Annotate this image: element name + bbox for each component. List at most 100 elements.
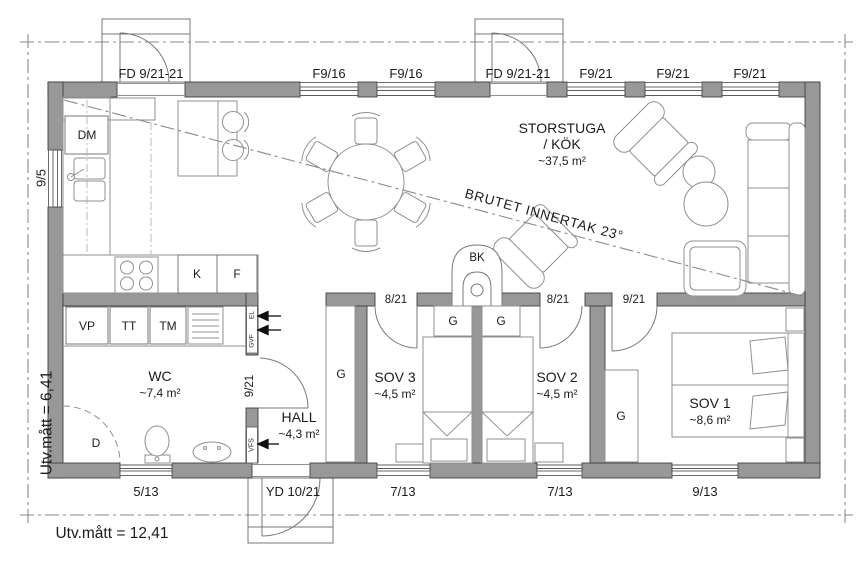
window-top-f921-1 <box>566 82 626 96</box>
washer <box>149 306 187 345</box>
heating-manifold-label: GVF <box>249 334 256 347</box>
technical-panels <box>246 305 281 464</box>
room-label-sov2: SOV 2 <box>536 369 577 385</box>
fridge-label: K <box>193 267 201 281</box>
shower <box>62 405 121 464</box>
window-label-bottom-sov1: 9/13 <box>692 484 717 499</box>
freezer <box>216 254 258 294</box>
entry-porches <box>101 18 564 544</box>
stove <box>114 256 159 294</box>
dishwasher <box>64 115 109 155</box>
kitchen <box>62 96 259 294</box>
room-label-sov3: SOV 3 <box>374 369 415 385</box>
vfs-panel <box>246 426 258 464</box>
porch-front-left <box>101 18 191 83</box>
dishwasher-label: DM <box>78 128 97 142</box>
window-top-f921-2 <box>644 82 703 96</box>
door-thresholds <box>117 83 547 477</box>
armchair-2 <box>493 204 578 289</box>
porch-front-right <box>474 18 564 83</box>
room-label-storstuga-1: STORSTUGA <box>519 120 607 136</box>
door-label-fd-left: FD 9/21-21 <box>118 66 183 81</box>
window-bottom-713-2 <box>536 464 583 476</box>
wardrobe-label-sov1: G <box>616 409 625 423</box>
sov1-wardrobe <box>604 369 639 463</box>
window-label-bottom-wc: 5/13 <box>133 484 158 499</box>
window-bottom-713-1 <box>376 464 431 476</box>
sofa <box>683 122 806 297</box>
shower-label: D <box>92 436 101 450</box>
dimension-width: Utv.mått = 12,41 <box>55 525 168 542</box>
sov2 <box>481 305 583 464</box>
window-bottom-913 <box>671 464 739 476</box>
window-label-bottom-sov2: 7/13 <box>547 484 572 499</box>
room-label-hall: HALL <box>281 409 316 425</box>
dining-chairs <box>301 112 431 252</box>
side-tables <box>682 155 729 227</box>
window-label-top-4: F9/21 <box>656 66 689 81</box>
wc-door <box>258 357 309 409</box>
bedrooms <box>374 305 805 464</box>
sov3-wardrobe <box>433 305 473 337</box>
drying-rack <box>187 306 224 345</box>
door-label-sov3: 8/21 <box>385 294 407 306</box>
wardrobe-label-hall: G <box>336 367 345 381</box>
water-manifold-label: VFS <box>249 438 256 452</box>
window-top-f921-3 <box>721 82 780 96</box>
room-area-sov1: ~8,6 m² <box>689 413 730 427</box>
wardrobe-label-sov3: G <box>448 314 457 328</box>
sov1 <box>604 305 805 463</box>
exterior-walls <box>47 81 821 479</box>
washer-label: TM <box>159 319 176 333</box>
sov3-side-table <box>395 443 424 463</box>
bar-stools <box>222 111 250 161</box>
el-gvf-panel <box>246 305 258 354</box>
door-label-yard: YD 10/21 <box>266 484 320 499</box>
door-label-sov2: 8/21 <box>547 294 569 306</box>
room-area-storstuga: ~37,5 m² <box>538 154 586 168</box>
door-label-sov1: 9/21 <box>623 294 645 306</box>
window-label-top-3: F9/21 <box>579 66 612 81</box>
wc-sink <box>192 441 232 463</box>
ceiling-break-line <box>63 99 803 297</box>
el-central-label: EL <box>249 311 256 319</box>
window-top-f916-1 <box>299 82 359 96</box>
toilet <box>144 425 171 464</box>
door-label-fd-right: FD 9/21-21 <box>485 66 550 81</box>
room-label-wc: WC <box>148 368 171 384</box>
windows <box>48 82 780 477</box>
porch-yard <box>247 477 334 544</box>
room-label-sov1: SOV 1 <box>689 395 730 411</box>
wardrobe-label-sov2: G <box>496 314 505 328</box>
supply-arrows <box>256 310 281 450</box>
dryer-label: TT <box>122 319 137 333</box>
kitchen-counter-bottom <box>62 254 259 294</box>
dining-table <box>327 143 405 221</box>
dining-set <box>301 112 431 252</box>
window-left-95 <box>48 149 62 208</box>
sov2-side-table <box>534 442 564 463</box>
room-area-sov3: ~4,5 m² <box>374 387 415 401</box>
room-area-sov2: ~4,5 m² <box>536 387 577 401</box>
window-label-left: 9/5 <box>34 169 49 187</box>
laundry-wc <box>62 306 309 464</box>
hall-wardrobe <box>325 305 356 463</box>
sov1-nightstand-2 <box>785 437 805 463</box>
room-area-hall: ~4,3 m² <box>278 427 319 441</box>
sov1-nightstand-1 <box>785 307 805 332</box>
living-room-furniture <box>493 101 806 297</box>
dimension-height: Utv.mått = 6,41 <box>39 371 56 475</box>
fireplace <box>451 244 503 307</box>
window-label-top-2: F9/16 <box>389 66 422 81</box>
room-area-wc: ~7,4 m² <box>139 386 180 400</box>
heat-pump <box>65 306 109 345</box>
sov3 <box>374 305 473 464</box>
site-boundary <box>20 34 853 523</box>
window-label-top-5: F9/21 <box>733 66 766 81</box>
kitchen-sink <box>67 157 106 202</box>
heat-pump-label: VP <box>79 319 95 333</box>
dryer <box>109 306 149 345</box>
sov2-wardrobe <box>481 305 521 337</box>
